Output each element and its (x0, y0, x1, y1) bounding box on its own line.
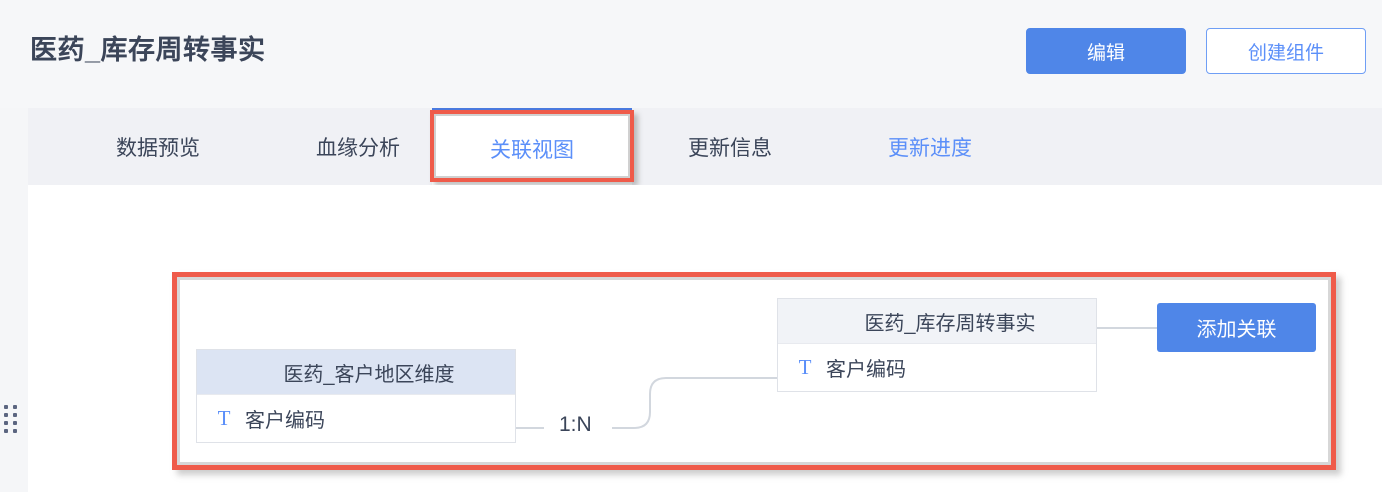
relation-diagram: 医药_客户地区维度 T 客户编码 医药_库存周转事实 T 客户编码 1:N 添加… (172, 272, 1336, 470)
er-field-row[interactable]: T 客户编码 (778, 343, 1096, 391)
string-type-icon: T (798, 355, 812, 379)
er-card-fact-title: 医药_库存周转事实 (778, 299, 1096, 343)
drag-dot (4, 429, 8, 433)
tab-lineage-analysis[interactable]: 血缘分析 (316, 136, 400, 160)
drag-dot (13, 421, 17, 425)
er-card-fact[interactable]: 医药_库存周转事实 T 客户编码 (777, 298, 1097, 392)
tab-update-info[interactable]: 更新信息 (688, 136, 772, 160)
tab-bar-background (28, 108, 1382, 185)
panel-drag-handle[interactable] (4, 403, 18, 437)
er-field-label: 客户编码 (826, 359, 906, 381)
page-title: 医药_库存周转事实 (30, 35, 266, 65)
er-card-dimension-title: 医药_客户地区维度 (197, 350, 515, 394)
create-component-button[interactable]: 创建组件 (1206, 28, 1366, 74)
add-relation-button[interactable]: 添加关联 (1157, 303, 1316, 352)
edit-button[interactable]: 编辑 (1026, 28, 1186, 74)
drag-dot (4, 413, 8, 417)
er-field-row[interactable]: T 客户编码 (197, 394, 515, 442)
drag-dot (13, 429, 17, 433)
tab-bar: 数据预览 血缘分析 关联视图 更新信息 更新进度 (28, 108, 1382, 185)
relation-cardinality-label: 1:N (552, 413, 599, 437)
tab-relation-view[interactable]: 关联视图 (432, 108, 632, 185)
er-field-label: 客户编码 (245, 410, 325, 432)
drag-dot (4, 421, 8, 425)
er-card-dimension[interactable]: 医药_客户地区维度 T 客户编码 (196, 349, 516, 443)
string-type-icon: T (217, 406, 231, 430)
tab-data-preview[interactable]: 数据预览 (116, 136, 200, 160)
tab-update-progress[interactable]: 更新进度 (888, 136, 972, 160)
drag-dot (4, 405, 8, 409)
drag-dot (13, 413, 17, 417)
drag-dot (13, 405, 17, 409)
page-header: 医药_库存周转事实 编辑 创建组件 (0, 0, 1382, 108)
